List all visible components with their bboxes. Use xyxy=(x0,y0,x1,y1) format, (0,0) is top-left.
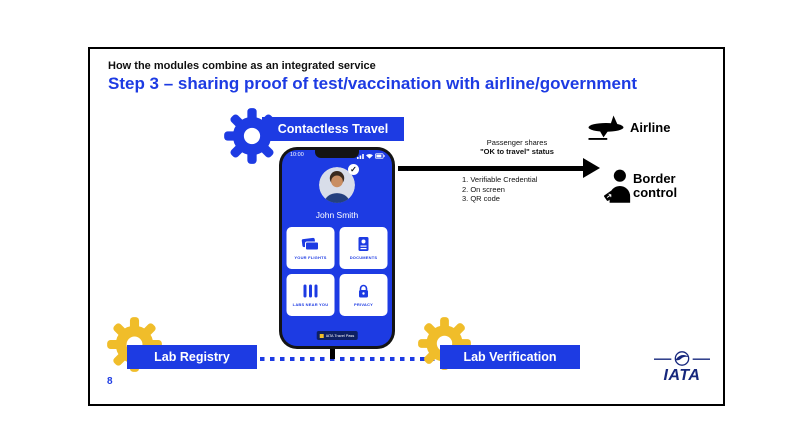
dotted-connector-line xyxy=(260,357,438,361)
lab-registry-label: Lab Registry xyxy=(127,345,257,369)
battery-icon xyxy=(375,153,385,159)
tile-label: DOCUMENTS xyxy=(349,255,378,260)
avatar xyxy=(319,167,355,203)
iata-travel-pass-badge: IATA Travel Pass xyxy=(316,331,358,340)
share-arrow-head xyxy=(583,158,600,178)
border-label-line1: Border xyxy=(633,171,676,186)
phone-notch xyxy=(315,150,359,158)
tile-documents: DOCUMENTS xyxy=(339,227,388,269)
badge-label: IATA Travel Pass xyxy=(325,333,355,338)
method-item: 1. Verifiable Credential xyxy=(462,175,538,184)
tile-privacy: PRIVACY xyxy=(339,274,388,316)
iata-wordmark: IATA xyxy=(663,367,701,384)
test-tubes-icon xyxy=(303,284,318,298)
share-line2: "OK to travel" status xyxy=(480,147,554,156)
share-arrow xyxy=(398,166,584,171)
signal-icon xyxy=(357,154,364,159)
user-name: John Smith xyxy=(315,210,359,220)
method-item: 3. QR code xyxy=(462,194,500,203)
share-line1: Passenger shares xyxy=(486,138,548,147)
status-time: 10:00 xyxy=(290,152,304,158)
border-label-line2: control xyxy=(633,185,678,200)
verified-check-icon: ✓ xyxy=(348,164,359,175)
contactless-travel-label: Contactless Travel xyxy=(262,117,404,141)
border-control-label: Border control xyxy=(633,172,677,200)
border-control-officer-icon xyxy=(604,169,631,203)
slide: How the modules combine as an integrated… xyxy=(88,47,725,406)
tile-label: YOUR FLIGHTS xyxy=(294,255,327,260)
badge-accent-square xyxy=(319,333,324,338)
passport-icon xyxy=(358,237,369,251)
share-methods-list: 1. Verifiable Credential 2. On screen 3.… xyxy=(462,175,537,204)
tile-label: LABS NEAR YOU xyxy=(292,302,329,307)
app-tile-grid: YOUR FLIGHTS DOCUMENTS xyxy=(286,227,388,316)
iata-globe-icon xyxy=(654,351,710,366)
lab-verification-label: Lab Verification xyxy=(440,345,580,369)
page-title: Step 3 – sharing proof of test/vaccinati… xyxy=(108,74,637,93)
page-number: 8 xyxy=(107,376,113,387)
method-item: 2. On screen xyxy=(462,184,505,194)
airline-label: Airline xyxy=(630,120,671,135)
passenger-shares-text: Passenger shares "OK to travel" status xyxy=(442,138,592,156)
up-arrow xyxy=(330,346,335,359)
status-icons xyxy=(357,153,385,159)
tile-your-flights: YOUR FLIGHTS xyxy=(286,227,335,269)
phone-screen: 10:00 xyxy=(282,150,392,346)
tile-labs-near-you: LABS NEAR YOU xyxy=(286,274,335,316)
wifi-icon xyxy=(366,153,373,159)
iata-logo: IATA xyxy=(652,349,712,385)
airplane-icon xyxy=(588,115,624,140)
padlock-icon xyxy=(359,284,368,298)
slide-kicker: How the modules combine as an integrated… xyxy=(108,60,376,72)
tile-label: PRIVACY xyxy=(354,302,373,307)
phone-mockup: 10:00 xyxy=(279,147,395,349)
tickets-icon xyxy=(301,237,319,251)
